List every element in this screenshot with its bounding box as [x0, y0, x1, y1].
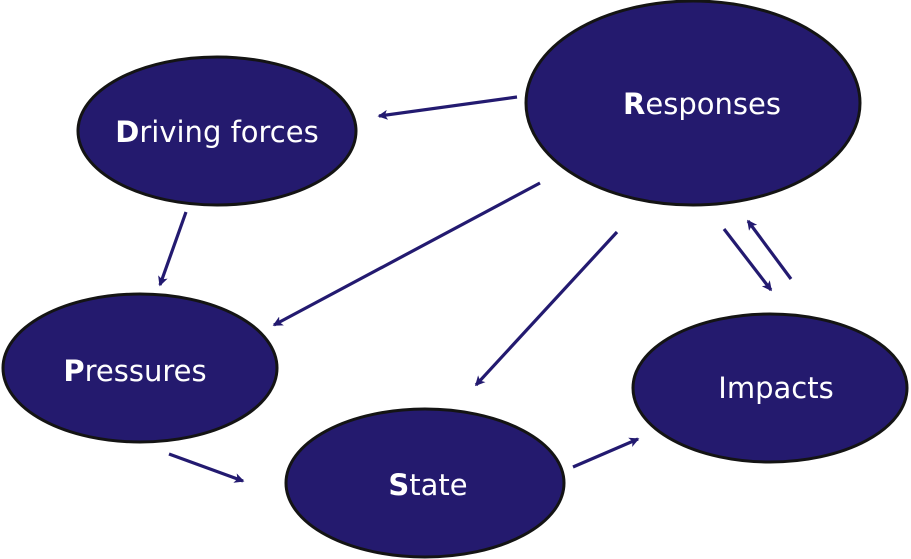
responses-initial: R: [623, 87, 645, 121]
node-impacts: Impacts: [631, 312, 909, 464]
pressures-label: Pressures: [63, 354, 206, 388]
node-driving-forces: Driving forces: [76, 55, 358, 207]
impacts-ellipse: [631, 312, 909, 464]
impacts-rest: Impacts: [718, 371, 833, 405]
responses-label: Responses: [623, 87, 781, 121]
state-rest: tate: [409, 468, 467, 502]
impacts-label: Impacts: [718, 371, 833, 405]
driving-forces-initial: D: [115, 115, 139, 149]
driving-forces-label: Driving forces: [115, 115, 318, 149]
pressures-rest: ressures: [85, 354, 207, 388]
arrow-responses-to-impacts: [722, 228, 773, 292]
arrows: [158, 95, 793, 483]
arrow-responses-to-driving-forces: [377, 95, 518, 120]
node-responses: Responses: [524, 0, 862, 207]
node-pressures: Pressures: [1, 292, 279, 444]
arrow-driving-forces-to-pressures: [158, 211, 188, 287]
arrow-pressures-to-state: [168, 452, 245, 483]
arrow-state-to-impacts: [572, 437, 640, 469]
driving-forces-rest: riving forces: [139, 115, 318, 149]
arrow-responses-to-state: [474, 230, 619, 387]
responses-rest: esponses: [645, 87, 781, 121]
state-initial: S: [388, 468, 409, 502]
pressures-ellipse: [1, 292, 279, 444]
arrow-impacts-to-responses: [746, 219, 793, 280]
state-label: State: [388, 468, 467, 502]
driving-forces-ellipse: [76, 55, 358, 207]
state-ellipse: [284, 407, 566, 559]
node-state: State: [284, 407, 566, 559]
responses-ellipse: [524, 0, 862, 207]
pressures-initial: P: [63, 354, 84, 388]
arrow-responses-to-pressures: [272, 181, 541, 327]
